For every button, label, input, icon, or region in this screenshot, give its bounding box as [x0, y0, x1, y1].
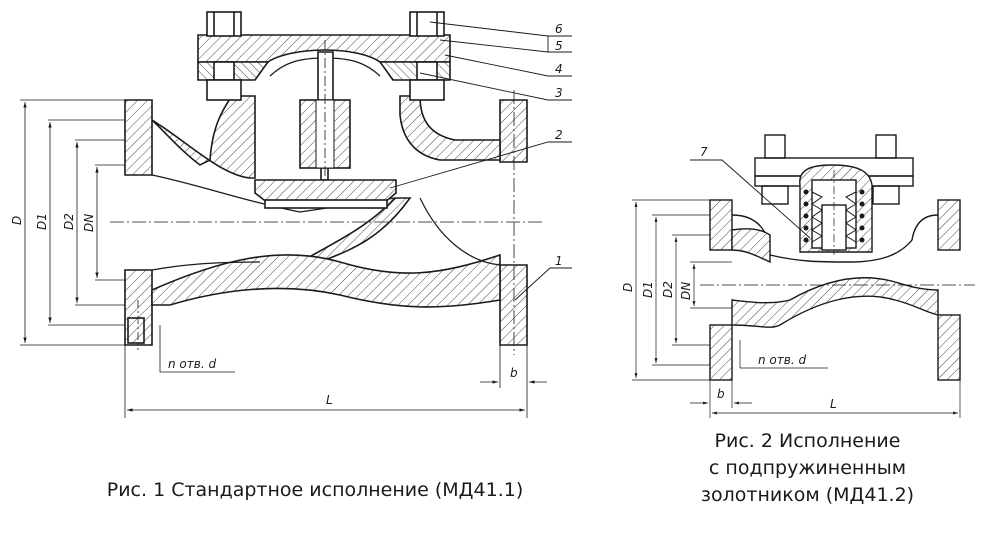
fig2-left-flange-top [709, 199, 733, 251]
body-lower-wall [151, 253, 501, 308]
fig2-bolt-left [764, 134, 786, 159]
fig2-dim-D2: D2 [661, 281, 675, 298]
left-flange [124, 99, 153, 346]
body-right-wall [399, 95, 501, 161]
fig2-body-left-wall [731, 228, 771, 264]
dim-b: b [510, 366, 518, 380]
fig2-spring-dots [803, 189, 865, 243]
fig2-dim-D1: D1 [641, 281, 655, 298]
figure-1-caption: Рис. 1 Стандартное исполнение (МД41.1) [106, 479, 524, 501]
fig2-left-flange-bottom [709, 324, 733, 381]
fig2-dim-DN: DN [679, 282, 693, 300]
fig2-body-lower [731, 277, 939, 328]
fig2-dim-D: D [621, 283, 635, 292]
dim-D1: D1 [35, 213, 49, 230]
fig2-dim-b: b [717, 387, 725, 401]
figure-2-caption-line-2: с подпружиненным [708, 457, 907, 479]
dim-holes: n отв. d [168, 357, 216, 371]
fig2-right-flange-top [937, 199, 961, 251]
left-foot [127, 317, 145, 344]
right-flange [499, 99, 528, 346]
figure-2-caption-line-1: Рис. 2 Исполнение [714, 430, 901, 452]
figure-2-caption-line-3: золотником (МД41.2) [700, 484, 915, 506]
part-number-3: 3 [555, 86, 563, 100]
dim-D2: D2 [62, 213, 76, 230]
figure-1-standard-valve [110, 11, 545, 355]
dim-DN: DN [82, 214, 96, 232]
fig2-spring-plunger [821, 204, 847, 251]
fig2-part-number-7: 7 [700, 145, 708, 159]
fig2-right-flange-bottom [937, 314, 961, 381]
figure-2-callouts [690, 159, 811, 239]
body-upper-wall [151, 95, 256, 179]
part-number-6: 6 [555, 22, 563, 36]
figure-1-dimensions [20, 99, 547, 418]
figure-1-callouts [389, 21, 572, 301]
dim-D: D [10, 216, 24, 225]
fig2-bolt-right [875, 134, 897, 159]
part-number-4: 4 [555, 62, 563, 76]
part-number-5: 5 [555, 39, 563, 53]
fig2-dim-L: L [830, 397, 837, 411]
figure-2-caption: Рис. 2 Исполнение с подпружиненным золот… [690, 428, 925, 509]
dim-L: L [326, 393, 333, 407]
figure-2-dimensions [632, 199, 961, 418]
part-number-1: 1 [555, 254, 563, 268]
fig2-dim-holes: n отв. d [758, 353, 806, 367]
bore-outline [151, 174, 501, 271]
part-number-2: 2 [555, 128, 563, 142]
bolt-left [206, 11, 242, 101]
figure-2-spring-valve [700, 134, 975, 381]
fig2-spring-coil [811, 191, 857, 243]
